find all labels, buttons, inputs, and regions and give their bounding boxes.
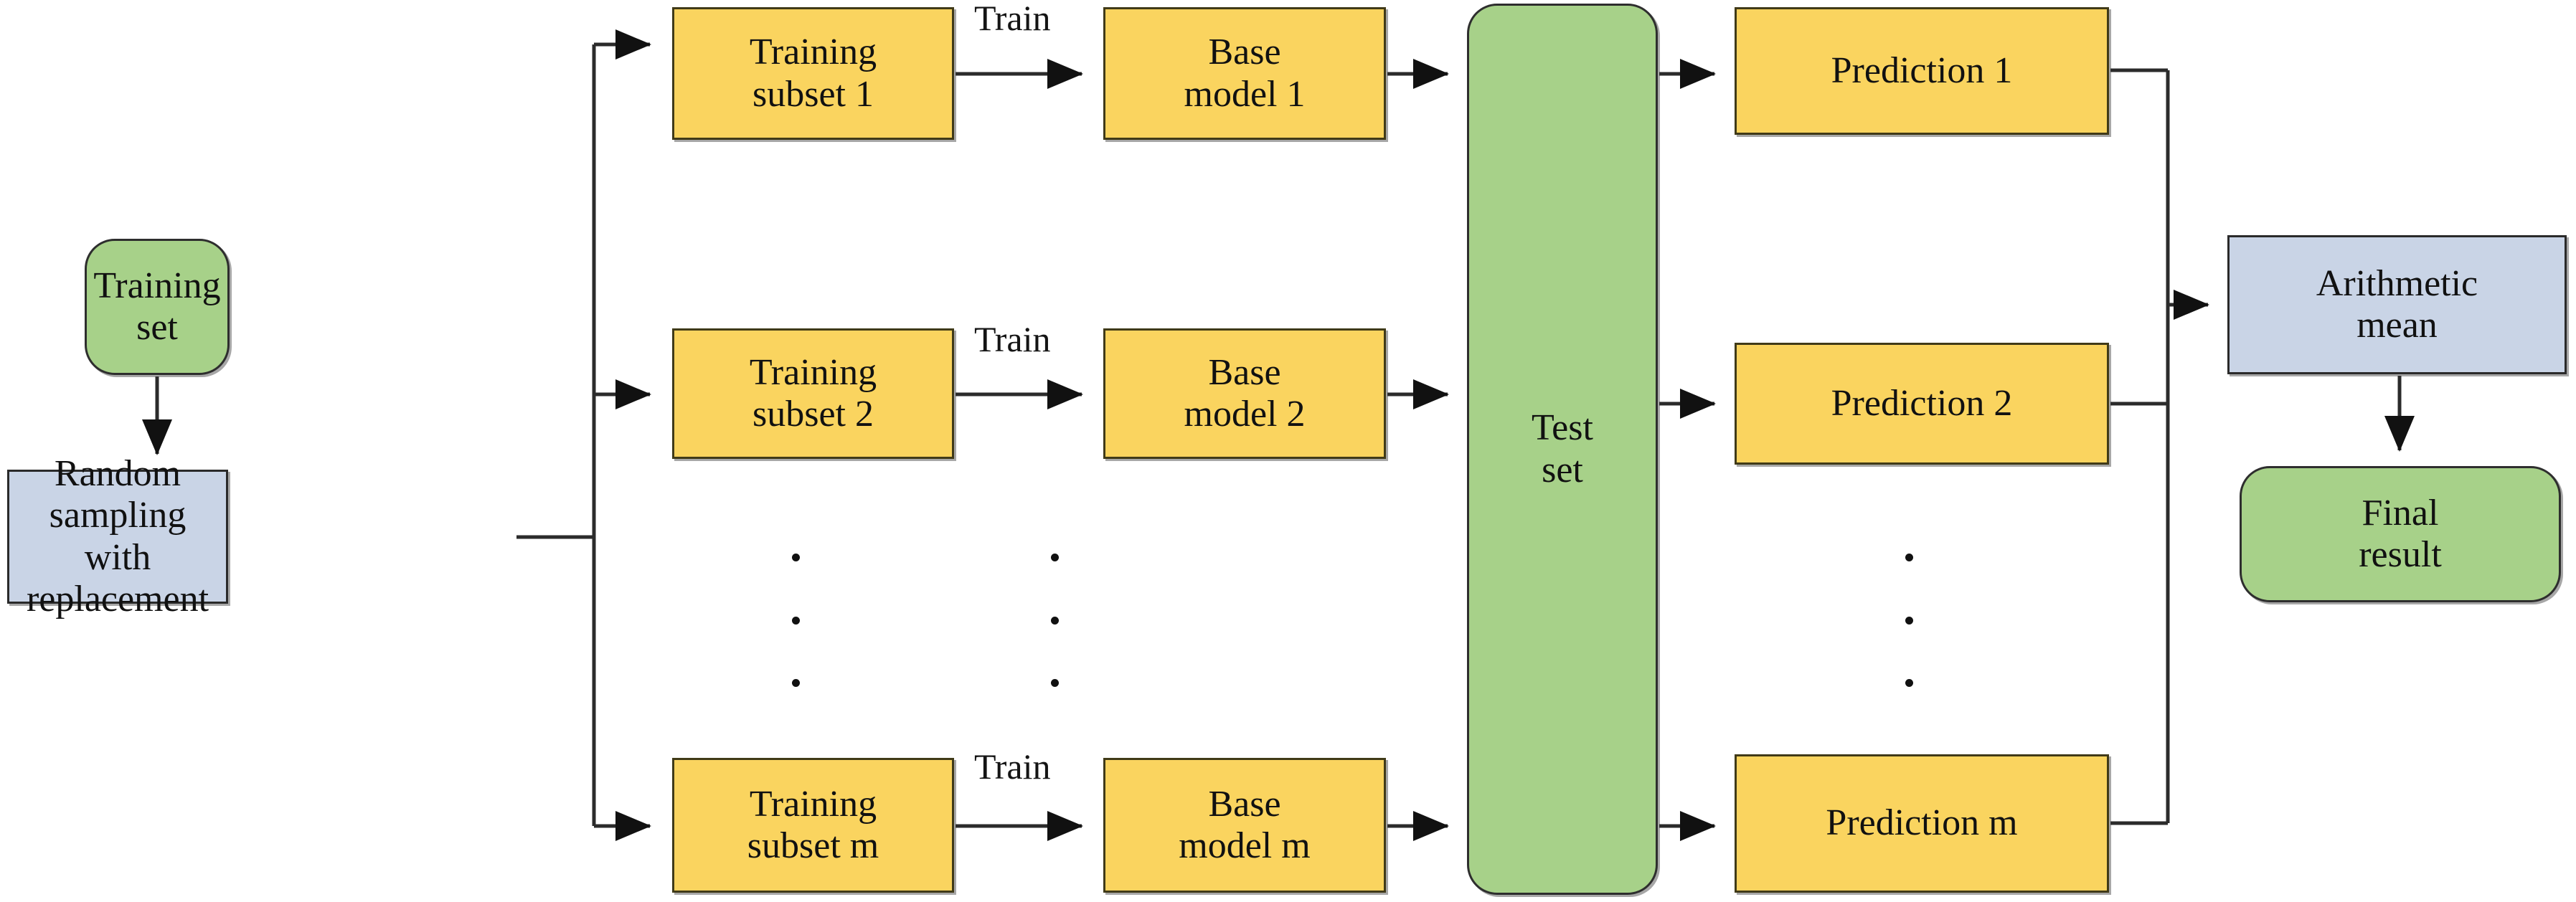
ellipsis-dot xyxy=(1050,679,1059,687)
node-training-subset-1[interactable]: Training subset 1 xyxy=(672,7,954,140)
prediction-ellipsis xyxy=(1905,554,1913,687)
node-base-model-m[interactable]: Base model m xyxy=(1103,758,1386,893)
edge-label-train-1: Train xyxy=(974,0,1051,38)
ellipsis-dot xyxy=(791,679,800,687)
ellipsis-dot xyxy=(791,554,800,561)
ellipsis-dot xyxy=(1905,554,1913,561)
ellipsis-dot xyxy=(1905,679,1913,687)
node-prediction-1[interactable]: Prediction 1 xyxy=(1735,7,2109,135)
edge-label-train-m: Train xyxy=(974,746,1051,787)
node-arithmetic-mean[interactable]: Arithmetic mean xyxy=(2227,235,2567,374)
base-model-ellipsis xyxy=(1050,554,1059,687)
node-prediction-m[interactable]: Prediction m xyxy=(1735,754,2109,893)
ellipsis-dot xyxy=(1050,616,1059,625)
node-final-result[interactable]: Final result xyxy=(2240,466,2561,602)
node-training-subset-m[interactable]: Training subset m xyxy=(672,758,954,893)
node-base-model-2[interactable]: Base model 2 xyxy=(1103,328,1386,459)
node-random-sampling[interactable]: Random sampling with replacement xyxy=(7,453,228,619)
node-training-set[interactable]: Training set xyxy=(85,239,230,375)
edge-label-train-2: Train xyxy=(974,319,1051,359)
ellipsis-dot xyxy=(1905,616,1913,625)
node-prediction-2[interactable]: Prediction 2 xyxy=(1735,343,2109,465)
node-training-subset-2[interactable]: Training subset 2 xyxy=(672,328,954,459)
ellipsis-dot xyxy=(1050,554,1059,561)
ellipsis-dot xyxy=(791,616,800,625)
training-subset-ellipsis xyxy=(791,554,800,687)
node-base-model-1[interactable]: Base model 1 xyxy=(1103,7,1386,140)
node-test-set[interactable]: Test set xyxy=(1467,4,1658,895)
